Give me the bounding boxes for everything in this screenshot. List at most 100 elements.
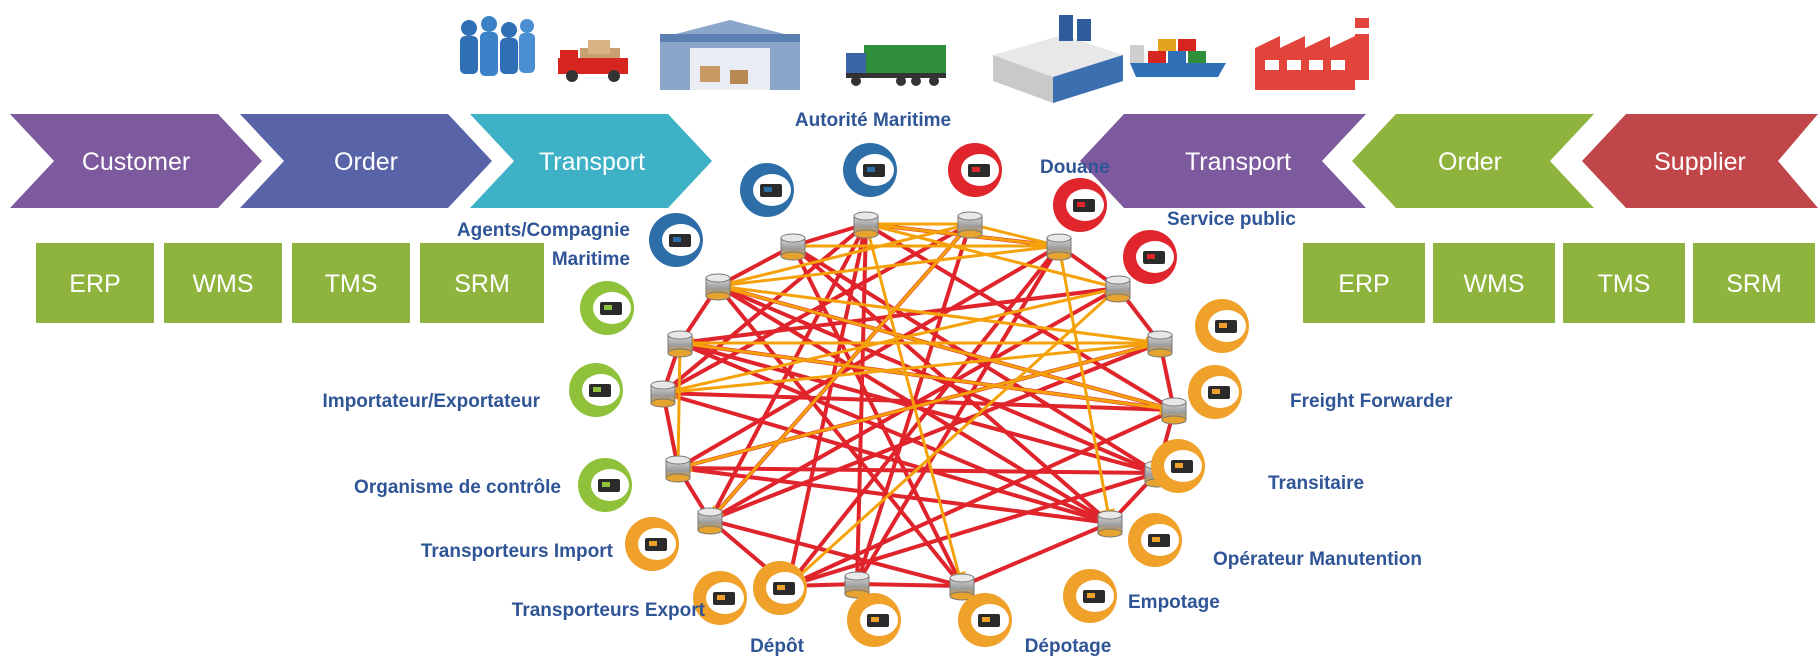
left-flow: Customer Order Transport — [10, 114, 712, 208]
label-transporteurs-export: Transporteurs Export — [512, 600, 706, 621]
left-systems: ERP WMS TMS SRM — [36, 243, 544, 323]
red-link — [855, 222, 868, 586]
import-truck-icon — [625, 517, 679, 571]
delivery-truck-icon — [558, 40, 628, 82]
label-service-public: Service public — [1167, 209, 1296, 230]
label-autorite-maritime: Autorité Maritime — [795, 110, 951, 131]
flow-label: Transport — [1185, 148, 1291, 176]
database-icon — [1147, 330, 1173, 358]
flow-step-transport: Transport — [470, 114, 712, 208]
database-icon — [650, 380, 676, 408]
flow-chevron — [1352, 114, 1594, 208]
flow-chevron — [1080, 114, 1366, 208]
orange-link — [865, 222, 1119, 290]
system-box — [1303, 243, 1425, 323]
documents-icon — [1123, 230, 1177, 284]
container-ship-icon — [1130, 39, 1226, 77]
export-truck-icon — [753, 561, 807, 615]
database-icon — [853, 211, 879, 239]
database-icon — [949, 573, 975, 601]
flow-chevron — [240, 114, 492, 208]
port-crane-icon — [843, 143, 897, 197]
system-label: WMS — [1463, 270, 1524, 298]
orange-link — [716, 282, 1176, 414]
factory-import-icon — [580, 281, 634, 335]
label-organisme-controle: Organisme de contrôle — [354, 477, 561, 498]
crane-icon — [1128, 513, 1182, 567]
red-link — [855, 582, 964, 588]
cargo-truck-icon — [846, 45, 946, 86]
unloading-icon — [958, 593, 1012, 647]
database-icon — [844, 571, 870, 599]
right-flow: Transport Order Supplier — [1080, 114, 1818, 208]
people-icon — [460, 16, 535, 76]
system-label: TMS — [325, 270, 378, 298]
database-icon — [705, 273, 731, 301]
right-systems: ERP WMS TMS SRM — [1303, 243, 1815, 323]
system-label: SRM — [454, 270, 510, 298]
orange-link — [676, 342, 682, 469]
database-icon — [780, 233, 806, 261]
export-truck-icon — [693, 571, 747, 625]
label-freight-forwarder: Freight Forwarder — [1290, 391, 1453, 412]
flow-chevron — [470, 114, 712, 208]
system-label: ERP — [69, 270, 120, 298]
database-icon — [1097, 510, 1123, 538]
flow-label: Transport — [539, 148, 645, 176]
system-label: ERP — [1338, 270, 1389, 298]
loading-icon — [1063, 569, 1117, 623]
system-box — [420, 243, 544, 323]
flow-label: Customer — [82, 148, 190, 176]
top-icon-strip — [460, 15, 1369, 103]
flow-chevron — [1582, 114, 1818, 208]
ship-icon — [740, 163, 794, 217]
flow-step-order: Order — [240, 114, 492, 208]
database-icon — [1105, 275, 1131, 303]
system-label: TMS — [1598, 270, 1651, 298]
warehouse-icon — [660, 20, 800, 90]
label-depotage: Dépotage — [1025, 636, 1112, 657]
system-box — [36, 243, 154, 323]
inspection-icon — [578, 458, 632, 512]
label-empotage: Empotage — [1128, 592, 1220, 613]
label-agents-line1: Agents/Compagnie — [457, 220, 630, 241]
database-icon — [1046, 233, 1072, 261]
customs-computer-icon — [948, 143, 1002, 197]
orange-link — [862, 222, 966, 588]
label-importateur-exportateur: Importateur/Exportateur — [323, 391, 541, 412]
depot-icon — [847, 593, 901, 647]
label-douane: Douane — [1040, 157, 1110, 178]
network-icon — [1195, 299, 1249, 353]
system-box — [164, 243, 282, 323]
database-icon — [665, 455, 691, 483]
participant-labels: Autorité Maritime Agents/Compagnie Marit… — [323, 110, 1454, 657]
database-icon — [697, 507, 723, 535]
factory-icon — [1255, 18, 1369, 90]
cargo-ship-icon — [649, 213, 703, 267]
label-depot: Dépôt — [750, 636, 805, 657]
flow-step-transport: Transport — [1080, 114, 1366, 208]
label-transitaire: Transitaire — [1268, 473, 1364, 494]
flow-step-order: Order — [1352, 114, 1594, 208]
label-agents-line2: Maritime — [552, 249, 630, 270]
orange-link — [717, 244, 1060, 288]
participant-icon-layer — [569, 143, 1249, 647]
system-box — [1693, 243, 1815, 323]
database-icon — [1161, 397, 1187, 425]
orange-link-layer — [661, 222, 1176, 588]
system-box — [1563, 243, 1685, 323]
package-icon — [1151, 439, 1205, 493]
database-node-layer — [650, 211, 1187, 601]
label-transporteurs-import: Transporteurs Import — [421, 541, 614, 562]
flow-label: Order — [334, 148, 398, 176]
office-building-icon — [993, 15, 1123, 103]
system-box — [1433, 243, 1555, 323]
system-box — [292, 243, 410, 323]
traffic-light-icon — [1053, 178, 1107, 232]
flow-step-customer: Customer — [10, 114, 262, 208]
database-icon — [957, 211, 983, 239]
system-label: SRM — [1726, 270, 1782, 298]
label-operateur-manutention: Opérateur Manutention — [1213, 549, 1422, 570]
